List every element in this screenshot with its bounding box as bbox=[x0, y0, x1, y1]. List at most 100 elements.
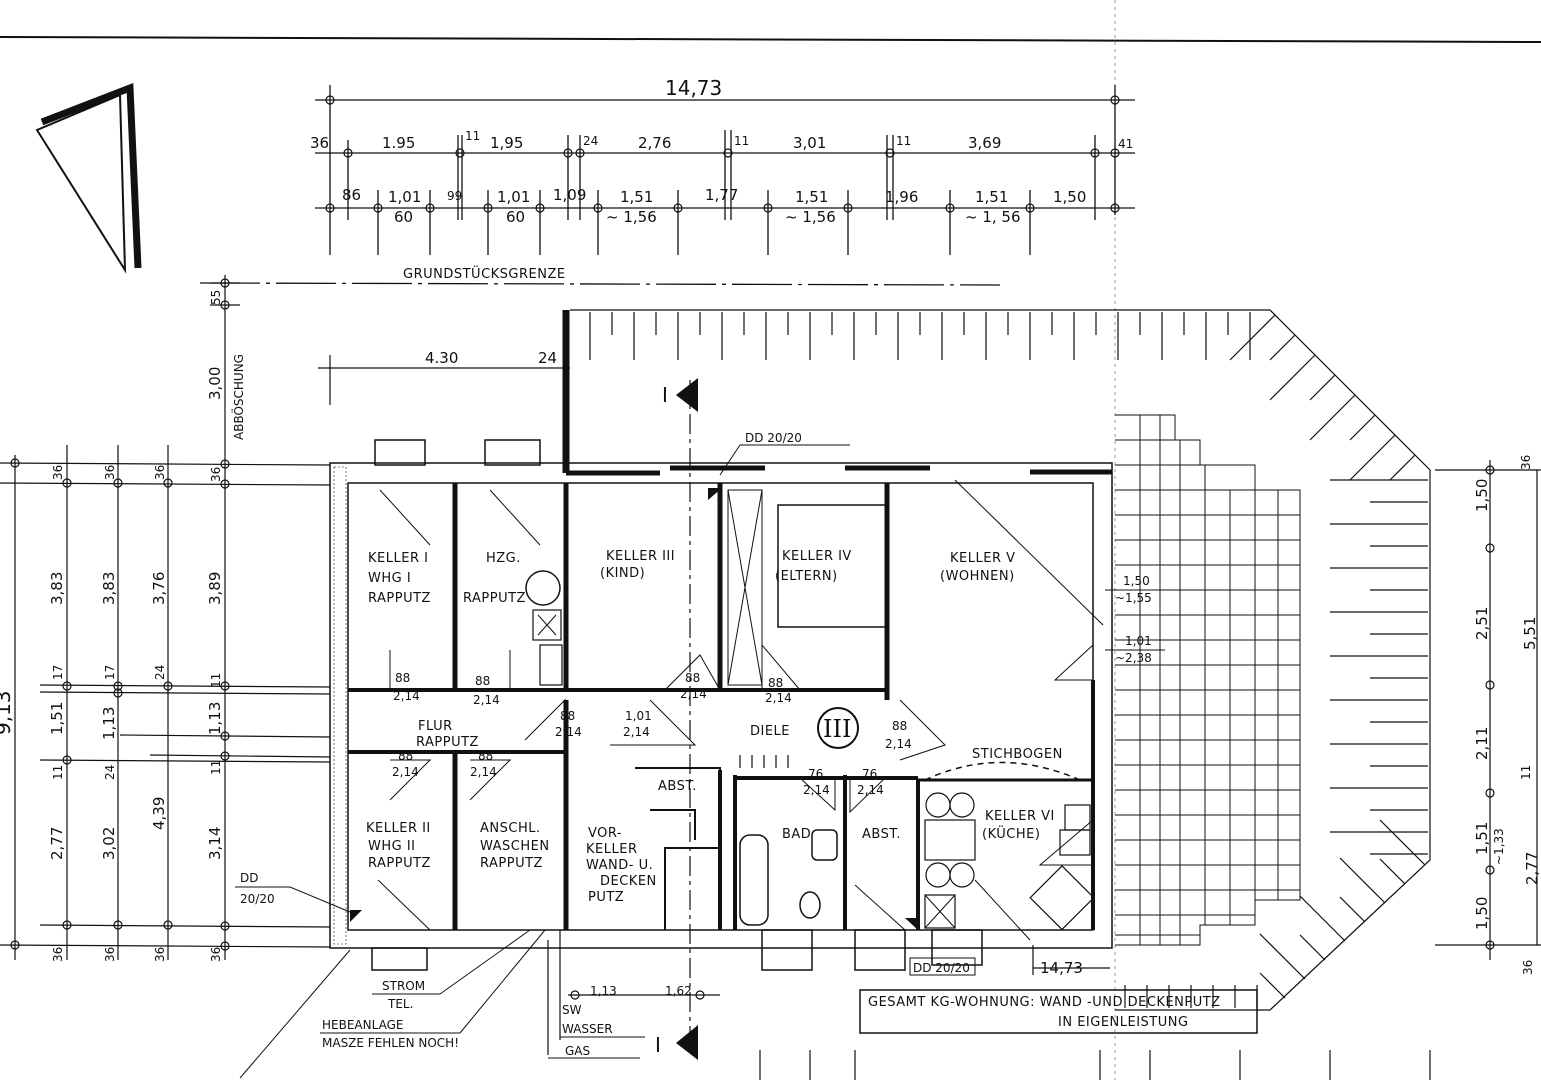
svg-text:24: 24 bbox=[103, 765, 117, 780]
svg-text:WASCHEN: WASCHEN bbox=[480, 839, 550, 854]
svg-text:24: 24 bbox=[153, 665, 167, 680]
hatch-tick bbox=[1309, 394, 1356, 441]
svg-text:41: 41 bbox=[1118, 137, 1133, 151]
house-walls bbox=[329, 310, 1113, 1040]
left-total-label: 9,13 bbox=[0, 690, 15, 735]
hatch-tick bbox=[1229, 314, 1276, 361]
svg-text:17: 17 bbox=[51, 665, 65, 680]
svg-text:(KÜCHE): (KÜCHE) bbox=[982, 825, 1040, 842]
svg-text:76: 76 bbox=[862, 767, 877, 781]
svg-text:1,01: 1,01 bbox=[388, 188, 421, 206]
svg-text:2,14: 2,14 bbox=[680, 687, 707, 701]
room-keller3-name: KELLER III bbox=[606, 549, 675, 564]
hatch-tick bbox=[1339, 896, 1366, 923]
svg-text:88: 88 bbox=[398, 749, 413, 763]
section-arrow-icon bbox=[676, 378, 698, 1060]
svg-text:1,01: 1,01 bbox=[625, 709, 652, 723]
svg-text:1,51: 1,51 bbox=[620, 188, 653, 206]
svg-text:1,51: 1,51 bbox=[1473, 822, 1491, 855]
north-arrow-icon bbox=[35, 82, 142, 274]
window-dimensions: 1,50 ~1,55 1,01 ~2,38 bbox=[1105, 574, 1165, 665]
svg-text:2,14: 2,14 bbox=[470, 765, 497, 779]
unit-marker-label: III bbox=[823, 715, 851, 743]
hatch-tick bbox=[1379, 858, 1406, 885]
room-vorkeller-name: VOR- bbox=[588, 826, 622, 841]
dd-label-left: DD bbox=[240, 871, 258, 885]
hatch-tick bbox=[1259, 933, 1306, 980]
hatch-tick bbox=[1299, 934, 1326, 961]
svg-text:11: 11 bbox=[896, 134, 911, 148]
room-flur-name: FLUR bbox=[418, 719, 453, 734]
svg-text:11: 11 bbox=[51, 765, 65, 780]
svg-text:17: 17 bbox=[103, 665, 117, 680]
svg-text:~ 1,56: ~ 1,56 bbox=[606, 208, 657, 226]
svg-text:1,50: 1,50 bbox=[1123, 574, 1150, 588]
stichbogen-label: STICHBOGEN bbox=[972, 747, 1063, 762]
hatch-tick bbox=[1389, 454, 1416, 481]
hatch-tick bbox=[1309, 374, 1336, 401]
section-marker-top: I bbox=[662, 383, 668, 407]
svg-text:~ 1, 56: ~ 1, 56 bbox=[965, 208, 1021, 226]
note-line2: IN EIGENLEISTUNG bbox=[1058, 1015, 1189, 1030]
svg-text:99: 99 bbox=[447, 189, 462, 203]
svg-text:36: 36 bbox=[103, 947, 117, 962]
bottom-total-label: 14,73 bbox=[1040, 959, 1083, 977]
svg-text:1,77: 1,77 bbox=[705, 186, 738, 204]
svg-text:88: 88 bbox=[892, 719, 907, 733]
svg-text:36: 36 bbox=[51, 947, 65, 962]
svg-text:2,77: 2,77 bbox=[48, 827, 66, 860]
svg-text:2,14: 2,14 bbox=[473, 693, 500, 707]
embankment-hatch bbox=[570, 309, 1431, 1011]
note-box bbox=[859, 989, 1258, 1034]
svg-text:~1,33: ~1,33 bbox=[1492, 828, 1506, 865]
room-keller2-name: KELLER II bbox=[366, 821, 431, 836]
svg-text:76: 76 bbox=[808, 767, 823, 781]
svg-text:88: 88 bbox=[478, 749, 493, 763]
room-keller6-name: KELLER VI bbox=[985, 809, 1055, 824]
svg-text:2,77: 2,77 bbox=[1523, 852, 1541, 885]
hatch-tick bbox=[1349, 414, 1376, 441]
svg-text:11: 11 bbox=[734, 134, 749, 148]
room-diele-name: DIELE bbox=[750, 724, 790, 739]
right-dim-labels: 36 1,50 2,51 5,51 2,11 11 1,51 ~1,33 2,7… bbox=[1473, 455, 1541, 975]
svg-text:~2,38: ~2,38 bbox=[1115, 651, 1152, 665]
room-hzg-name: HZG. bbox=[486, 551, 521, 566]
top-row1-labels: 36 1.95 11 1,95 24 2,76 11 3,01 11 3,69 … bbox=[310, 129, 1133, 152]
svg-text:1,13: 1,13 bbox=[590, 984, 617, 998]
svg-text:PUTZ: PUTZ bbox=[588, 890, 624, 905]
dim-430: 4.30 bbox=[425, 349, 458, 367]
svg-text:RAPPUTZ: RAPPUTZ bbox=[368, 856, 431, 871]
svg-text:2,14: 2,14 bbox=[803, 783, 830, 797]
svg-text:88: 88 bbox=[768, 676, 783, 690]
svg-text:2,14: 2,14 bbox=[393, 689, 420, 703]
svg-text:3,83: 3,83 bbox=[100, 572, 118, 605]
svg-text:2,14: 2,14 bbox=[555, 725, 582, 739]
svg-text:1,50: 1,50 bbox=[1473, 479, 1491, 512]
note-line1: GESAMT KG-WOHNUNG: WAND -UND DECKENPUTZ bbox=[868, 995, 1221, 1010]
svg-text:2,51: 2,51 bbox=[1473, 607, 1491, 640]
unit-marker bbox=[817, 707, 859, 749]
hatch-tick bbox=[1379, 819, 1426, 866]
dim-24: 24 bbox=[538, 349, 557, 367]
svg-text:36: 36 bbox=[153, 465, 167, 480]
room-keller5-name: KELLER V bbox=[950, 551, 1016, 566]
door-dimensions: 882,14 882,14 882,14 882,14 882,14 1,012… bbox=[392, 671, 912, 797]
svg-text:GAS: GAS bbox=[565, 1044, 590, 1058]
svg-text:11: 11 bbox=[1519, 765, 1533, 780]
svg-text:SW: SW bbox=[562, 1003, 582, 1017]
terrace-grid bbox=[1115, 414, 1301, 946]
svg-text:1,13: 1,13 bbox=[100, 707, 118, 740]
section-marker-bottom: I bbox=[655, 1033, 661, 1057]
svg-text:2,14: 2,14 bbox=[623, 725, 650, 739]
room-labels: KELLER I WHG I RAPPUTZ HZG. RAPPUTZ KELL… bbox=[366, 549, 1063, 905]
svg-text:RAPPUTZ: RAPPUTZ bbox=[416, 735, 479, 750]
svg-text:36: 36 bbox=[51, 465, 65, 480]
room-abst1-name: ABST. bbox=[658, 779, 697, 794]
svg-text:1,13: 1,13 bbox=[206, 702, 224, 735]
room-anschl-name: ANSCHL. bbox=[480, 821, 541, 836]
svg-text:3,00: 3,00 bbox=[206, 367, 224, 400]
left-dimensions bbox=[0, 275, 331, 960]
svg-text:36: 36 bbox=[310, 134, 329, 152]
bottom-dimensions bbox=[547, 930, 1431, 1080]
